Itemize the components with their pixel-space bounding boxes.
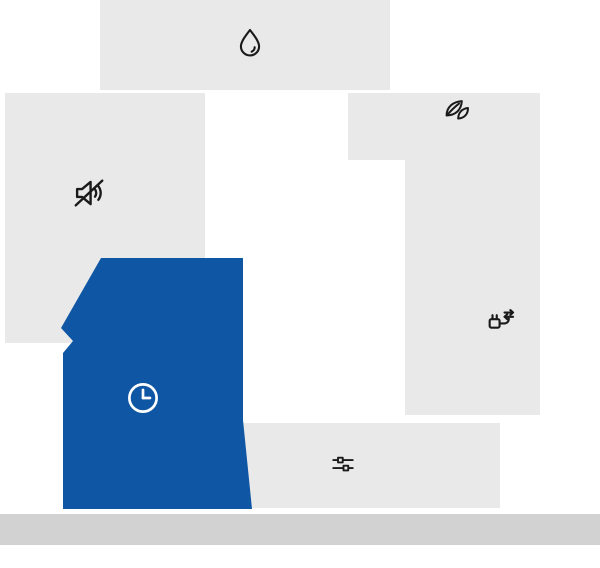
water-drop-icon: [233, 26, 267, 60]
ink-tile[interactable]: [100, 0, 390, 90]
sliders-icon: [326, 449, 360, 479]
muted-speaker-icon: [69, 174, 109, 212]
footer-bar: [0, 514, 600, 545]
clock-icon: [124, 379, 162, 417]
plug-swap-icon: [483, 305, 519, 339]
preferences-tile[interactable]: [212, 423, 500, 508]
schedule-tile-shape[interactable]: [61, 258, 252, 509]
connection-tile[interactable]: [405, 93, 540, 415]
leaf-icon: [439, 96, 475, 128]
